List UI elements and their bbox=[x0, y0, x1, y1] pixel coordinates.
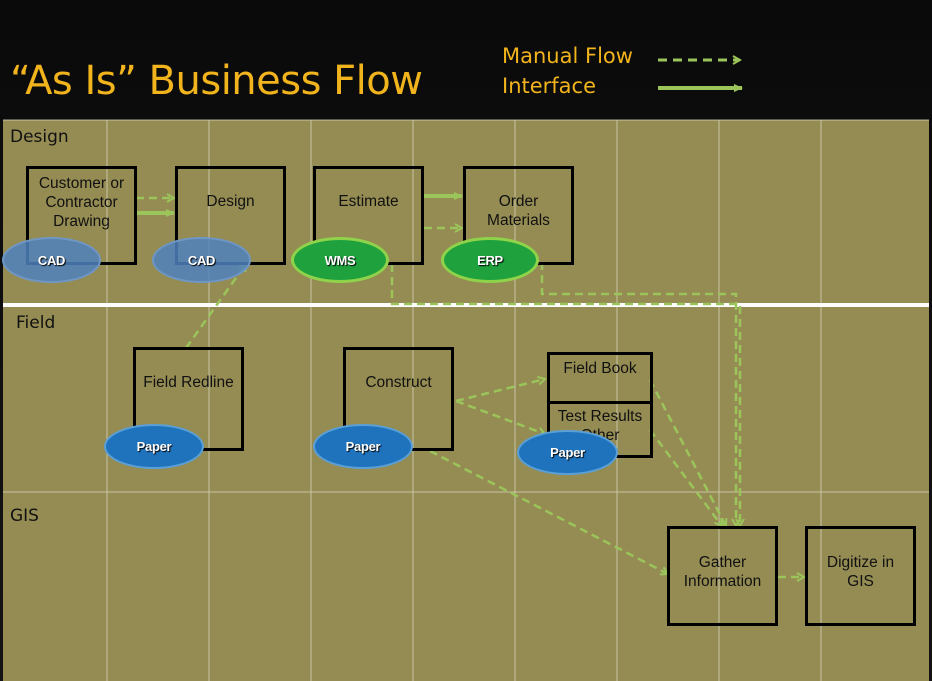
box-digitize-gis: Digitize in GIS bbox=[805, 526, 916, 626]
box-construct-label: Construct bbox=[365, 374, 432, 391]
system-wms-ellipse: WMS bbox=[291, 237, 389, 283]
system-erp-ellipse: ERP bbox=[441, 237, 539, 283]
system-cad-ellipse-1: CAD bbox=[2, 237, 101, 283]
grid-lines bbox=[3, 119, 929, 681]
box-gather-information: Gather Information bbox=[667, 526, 778, 626]
system-paper-ellipse-1: Paper bbox=[104, 424, 204, 469]
manual-flow-arrows bbox=[136, 198, 804, 577]
system-cad-ellipse-2: CAD bbox=[152, 237, 251, 283]
box-order-materials-label: Order Materials bbox=[487, 193, 550, 229]
box-field-book-label: Field Book bbox=[563, 360, 637, 377]
box-gather-information-label: Gather Information bbox=[683, 554, 762, 590]
box-estimate-label: Estimate bbox=[338, 193, 399, 210]
box-digitize-gis-label: Digitize in GIS bbox=[826, 554, 895, 590]
legend-manual-flow-label: Manual Flow bbox=[502, 44, 633, 68]
box-customer-drawing-label: Customer or Contractor Drawing bbox=[38, 175, 125, 230]
page-title: “As Is” Business Flow bbox=[10, 58, 423, 104]
box-customer-drawing: Customer or Contractor Drawing bbox=[26, 166, 137, 265]
lane-label-design: Design bbox=[10, 127, 69, 147]
lane-label-gis: GIS bbox=[10, 506, 39, 526]
system-paper-ellipse-3: Paper bbox=[517, 430, 618, 475]
box-design-label: Design bbox=[206, 193, 255, 210]
box-field-book: Field Book bbox=[547, 352, 653, 404]
system-paper-ellipse-2: Paper bbox=[313, 424, 413, 469]
interface-arrows bbox=[136, 192, 463, 217]
box-field-redline-label: Field Redline bbox=[143, 374, 234, 391]
lane-label-field: Field bbox=[16, 313, 56, 333]
legend-interface-label: Interface bbox=[502, 74, 597, 98]
